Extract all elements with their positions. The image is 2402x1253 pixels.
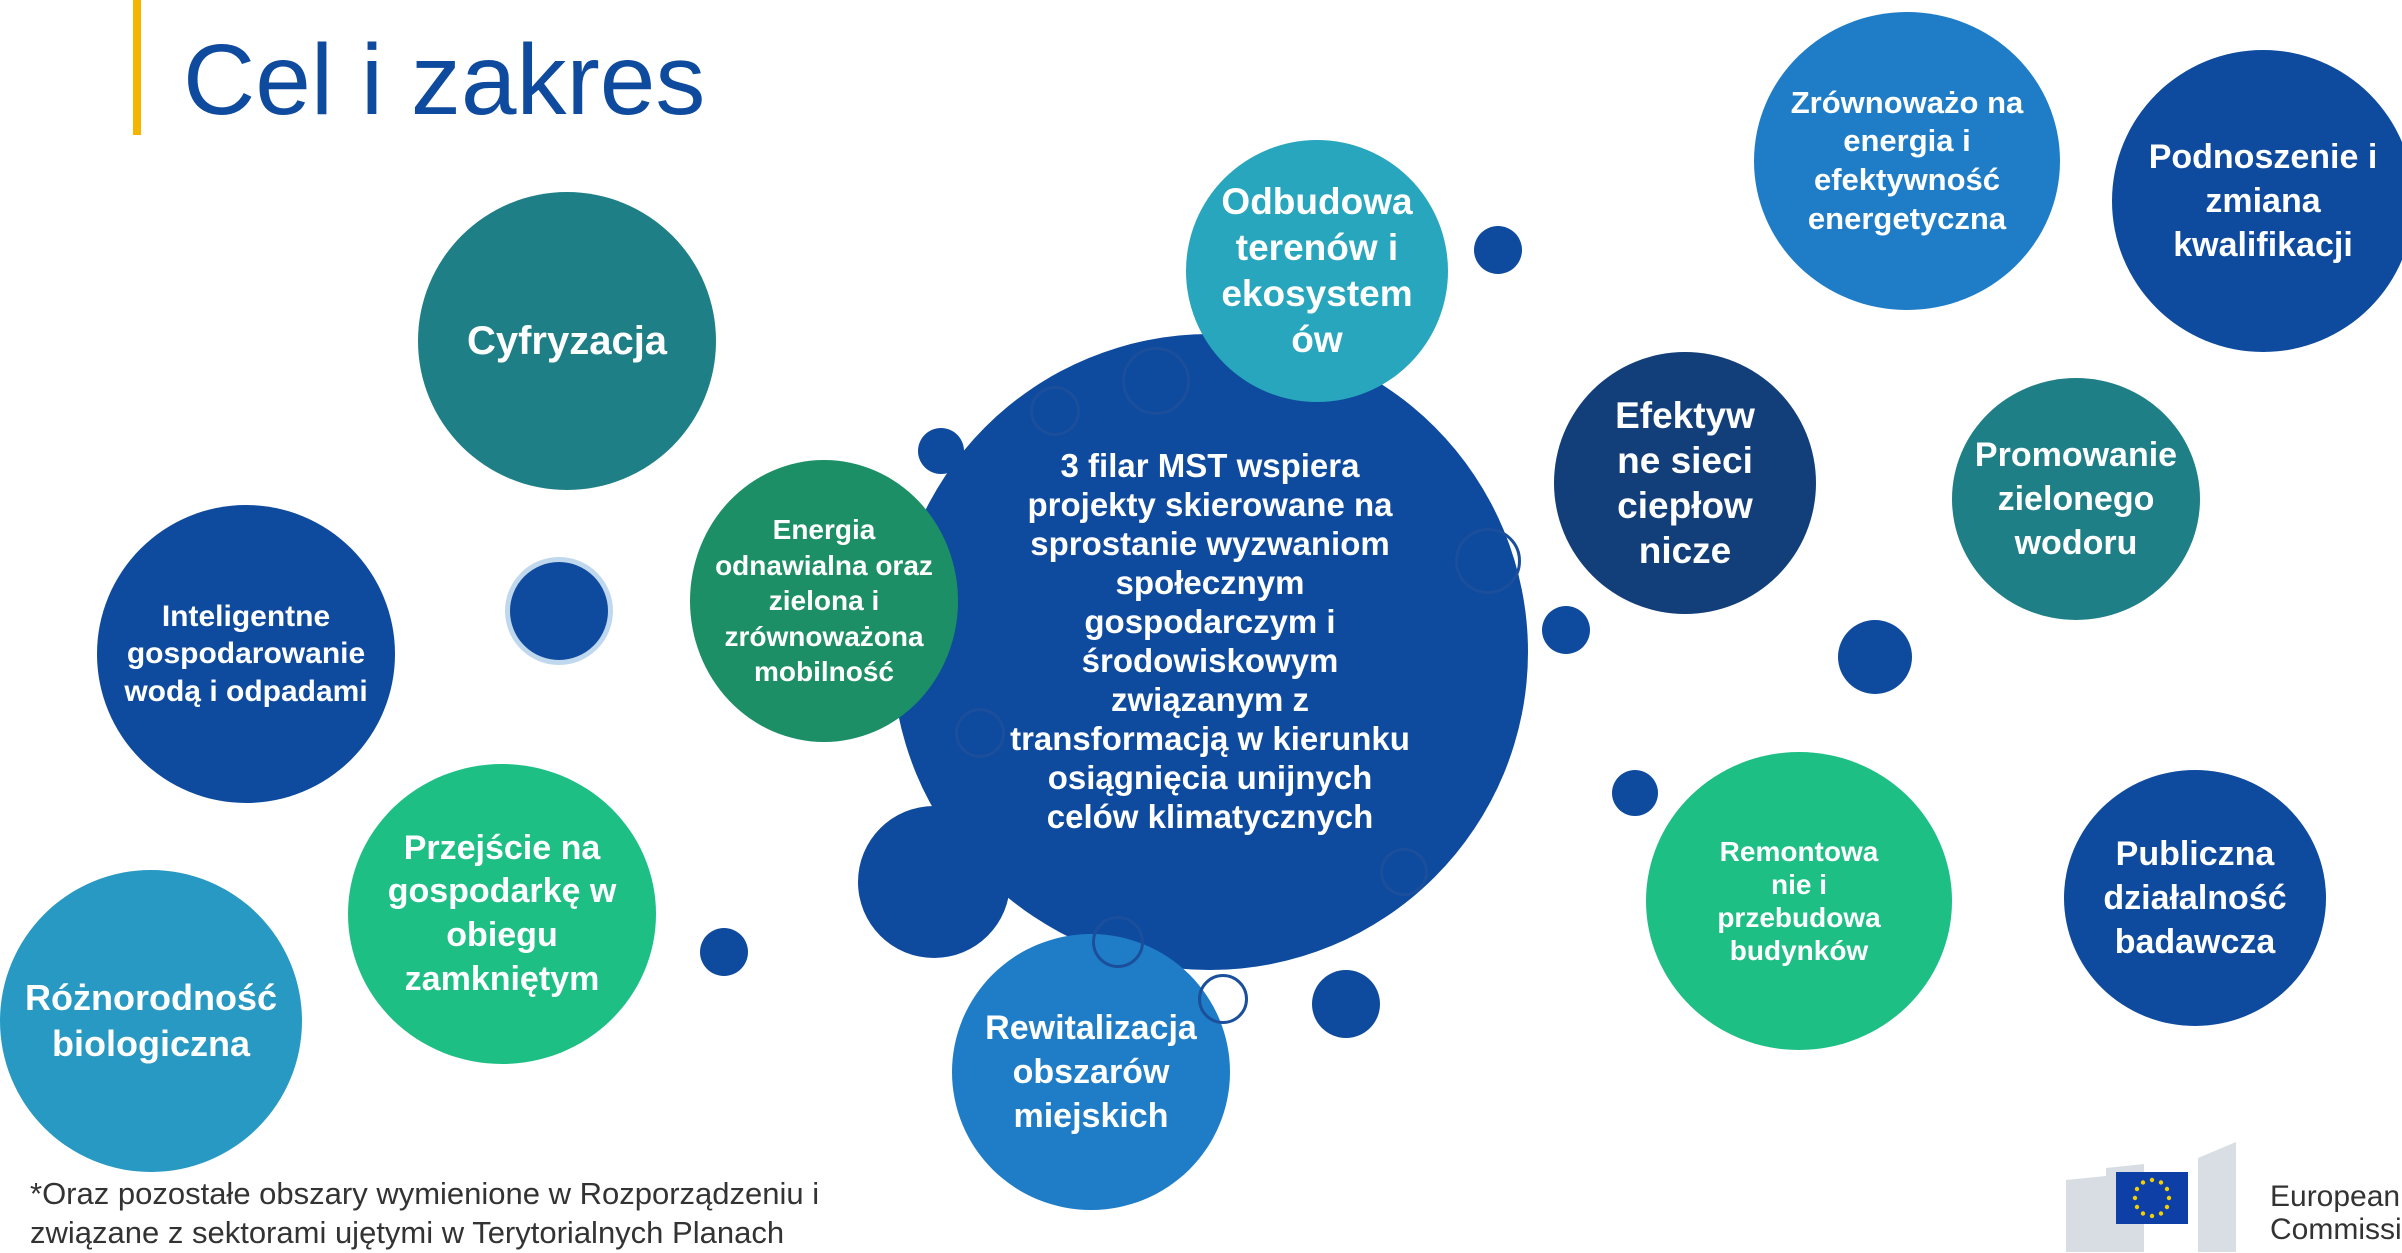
decor-ring (955, 708, 1005, 758)
bubble-rewitalizacja: Rewitalizacja obszarów miejskich (952, 934, 1230, 1210)
bubble-sieci: Efektyw ne sieci ciepłow nicze (1554, 352, 1816, 614)
decor-dot (918, 428, 964, 474)
bubble-roznorodnosc: Różnorodność biologiczna (0, 870, 302, 1172)
bubble-label: Podnoszenie i zmiana kwalifikacji (2148, 137, 2378, 265)
decor-dot (1312, 970, 1380, 1038)
bubble-label: Inteligentne gospodarowanie wodą i odpad… (124, 599, 368, 708)
bubble-label: Zrównoważo na energia i efektywność ener… (1790, 84, 2024, 236)
decor-ring (1030, 386, 1080, 436)
decor-dot (1838, 620, 1912, 694)
decor-dot (1542, 606, 1590, 654)
bubble-label: Publiczna działalność badawcza (2103, 834, 2287, 962)
decor-dot (1474, 226, 1522, 274)
decor-ring (1380, 848, 1428, 896)
bubble-wodor: Promowanie zielonego wodoru (1952, 378, 2200, 620)
bubble-label: Remontowa nie i przebudowa budynków (1717, 835, 1881, 967)
bubble-label: Przejście na gospodarkę w obiegu zamknię… (387, 828, 617, 998)
bubble-odbudowa: Odbudowa terenów i ekosystem ów (1186, 140, 1448, 402)
footnote: *Oraz pozostałe obszary wymienione w Roz… (30, 1176, 820, 1250)
decor-ring (1092, 916, 1144, 968)
bubble-label: Odbudowa terenów i ekosystem ów (1221, 180, 1413, 361)
bubble-label: Promowanie zielonego wodoru (1974, 435, 2178, 563)
bubble-energia-odnawialna: Energia odnawialna oraz zielona i zrówno… (690, 460, 958, 742)
bubble-label: Efektyw ne sieci ciepłow nicze (1615, 394, 1755, 572)
decor-dot (505, 557, 613, 665)
logo-text: European Commission (2270, 1180, 2402, 1246)
bubble-cyfryzacja: Cyfryzacja (418, 192, 716, 490)
bubble-zrownowazona-energia: Zrównoważo na energia i efektywność ener… (1754, 12, 2060, 310)
bubble-remont: Remontowa nie i przebudowa budynków (1646, 752, 1952, 1050)
bubble-label: Cyfryzacja (466, 318, 668, 363)
decor-ring (1122, 347, 1190, 415)
decor-ring (1198, 974, 1248, 1024)
page-title: Cel i zakres (183, 24, 706, 136)
bubble-badania: Publiczna działalność badawcza (2064, 770, 2326, 1026)
bubble-obieg: Przejście na gospodarkę w obiegu zamknię… (348, 764, 656, 1064)
decor-ring (1455, 528, 1521, 594)
center-label: 3 filar MST wspiera projekty skierowane … (1010, 447, 1410, 835)
bubble-woda: Inteligentne gospodarowanie wodą i odpad… (97, 505, 395, 803)
decor-dot (700, 928, 748, 976)
bubble-label: Energia odnawialna oraz zielona i zrówno… (715, 514, 933, 688)
eu-flag-icon (2066, 1142, 2236, 1252)
bubble-label: Różnorodność biologiczna (25, 976, 277, 1064)
bubble-label: Rewitalizacja obszarów miejskich (985, 1008, 1197, 1136)
decor-dot (1612, 770, 1658, 816)
title-accent-bar (133, 0, 141, 135)
decor-dot (858, 806, 1010, 958)
bubble-podnoszenie: Podnoszenie i zmiana kwalifikacji (2112, 50, 2402, 352)
